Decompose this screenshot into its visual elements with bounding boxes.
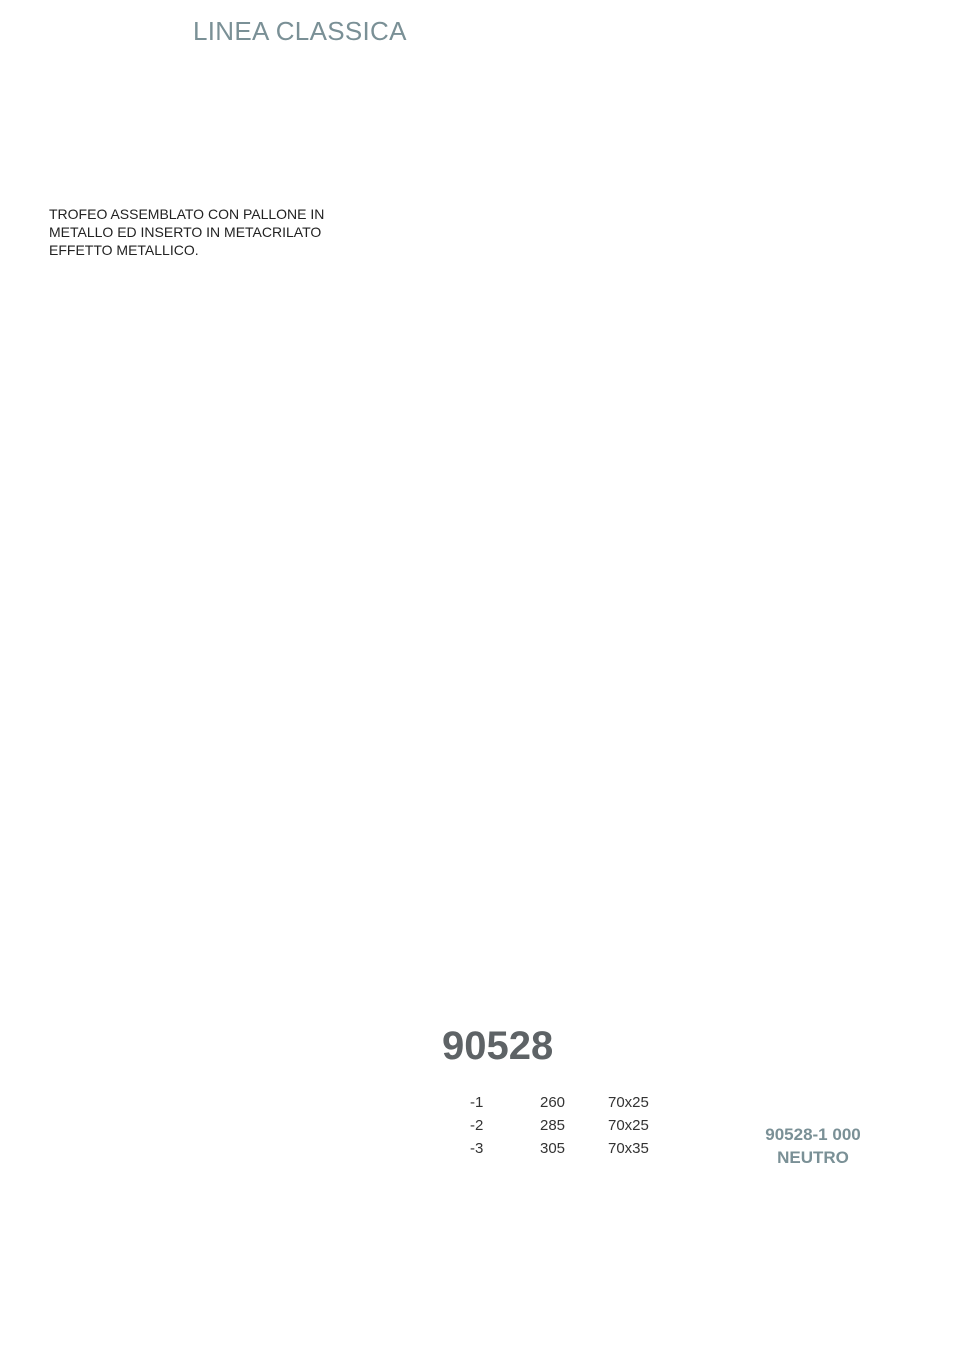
product-code: 90528 [442, 1024, 554, 1068]
size-height: 285 [540, 1117, 566, 1134]
size-base: 70x35 [608, 1140, 649, 1157]
series-title: LINEA CLASSICA [193, 16, 407, 46]
size-height: 260 [540, 1094, 566, 1111]
description-line: TROFEO ASSEMBLATO CON PALLONE IN [49, 206, 325, 222]
size-suffix: -1 [470, 1094, 484, 1111]
variant-code: 90528-1 000 [765, 1125, 861, 1144]
variant-name: NEUTRO [777, 1148, 849, 1167]
size-suffix: -3 [470, 1140, 484, 1157]
variant-label: 90528-1 000 NEUTRO [743, 1123, 883, 1169]
sizes-table: -1 260 70x25 -2 285 70x25 -3 305 70x35 [462, 1091, 649, 1160]
description-line: EFFETTO METALLICO. [49, 242, 199, 258]
description-line: METALLO ED INSERTO IN METACRILATO [49, 224, 322, 240]
size-base: 70x25 [608, 1117, 649, 1134]
size-suffix: -2 [470, 1117, 484, 1134]
table-row: -2 285 70x25 [462, 1114, 649, 1137]
table-row: -3 305 70x35 [462, 1137, 649, 1160]
product-description: TROFEO ASSEMBLATO CON PALLONE IN METALLO… [49, 205, 349, 259]
size-base: 70x25 [608, 1094, 649, 1111]
table-row: -1 260 70x25 [462, 1091, 649, 1114]
size-height: 305 [540, 1140, 566, 1157]
